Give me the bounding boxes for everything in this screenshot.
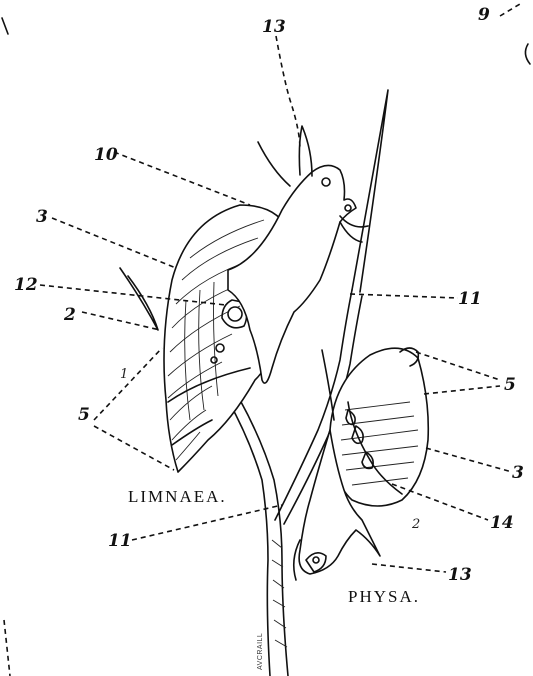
label-2-small: 2 — [411, 517, 420, 532]
label-14: 14 — [490, 513, 514, 533]
label-5-right: 5 — [504, 375, 516, 395]
label-3-left: 3 — [36, 207, 48, 227]
label-5-left: 5 — [78, 405, 90, 425]
label-9: 9 — [478, 5, 490, 25]
label-13-bottom: 13 — [448, 565, 472, 585]
caption-limnaea: LIMNAEA. — [128, 487, 227, 506]
label-11-right: 11 — [458, 289, 482, 309]
artist-signature: AVCRAILL — [257, 633, 264, 670]
label-13-top: 13 — [262, 17, 286, 37]
margin-mark-right — [525, 44, 530, 64]
margin-mark-bottom — [4, 620, 10, 676]
label-3-right: 3 — [512, 463, 524, 483]
caption-physa: PHYSA. — [348, 587, 420, 606]
label-12: 12 — [14, 275, 38, 295]
margin-mark-top — [2, 18, 8, 34]
label-2: 2 — [63, 305, 76, 325]
physa-shell — [330, 348, 428, 506]
label-1: 1 — [120, 367, 128, 382]
label-10: 10 — [94, 145, 118, 165]
label-11-left: 11 — [108, 531, 132, 551]
